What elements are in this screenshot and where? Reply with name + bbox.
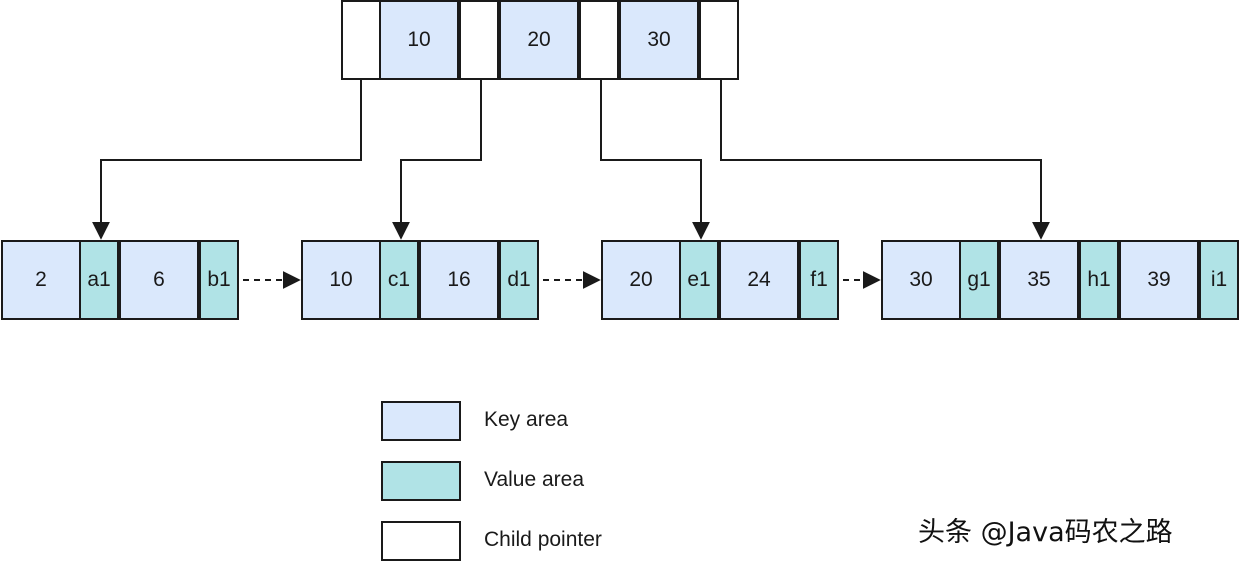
child-pointer-cell — [459, 0, 499, 80]
key-cell: 2 — [1, 240, 81, 320]
legend-pointer-label: Child pointer — [484, 528, 602, 551]
key-cell: 30 — [881, 240, 961, 320]
legend-pointer-swatch — [381, 521, 461, 561]
value-cell: e1 — [679, 240, 719, 320]
value-cell: d1 — [499, 240, 539, 320]
value-cell: b1 — [199, 240, 239, 320]
key-cell: 35 — [999, 240, 1079, 320]
key-cell: 20 — [499, 0, 579, 80]
key-cell: 10 — [379, 0, 459, 80]
child-pointer-arrow — [92, 80, 362, 240]
value-cell: g1 — [959, 240, 999, 320]
key-cell: 20 — [601, 240, 681, 320]
value-cell: a1 — [79, 240, 119, 320]
key-cell: 39 — [1119, 240, 1199, 320]
key-cell: 6 — [119, 240, 199, 320]
child-pointer-arrow — [392, 80, 482, 240]
key-cell: 24 — [719, 240, 799, 320]
key-cell: 10 — [301, 240, 381, 320]
key-cell: 16 — [419, 240, 499, 320]
value-cell: h1 — [1079, 240, 1119, 320]
child-pointer-cell — [699, 0, 739, 80]
legend-key-swatch — [381, 401, 461, 441]
value-cell: c1 — [379, 240, 419, 320]
child-pointer-cell — [341, 0, 381, 80]
legend-value-label: Value area — [484, 468, 585, 491]
child-pointer-arrow — [600, 80, 710, 240]
child-pointer-cell — [579, 0, 619, 80]
legend-key-label: Key area — [484, 408, 569, 431]
child-pointer-arrow — [720, 80, 1050, 240]
legend-value-swatch — [381, 461, 461, 501]
value-cell: f1 — [799, 240, 839, 320]
key-cell: 30 — [619, 0, 699, 80]
watermark: 头条 @Java码农之路 — [918, 517, 1173, 548]
value-cell: i1 — [1199, 240, 1239, 320]
